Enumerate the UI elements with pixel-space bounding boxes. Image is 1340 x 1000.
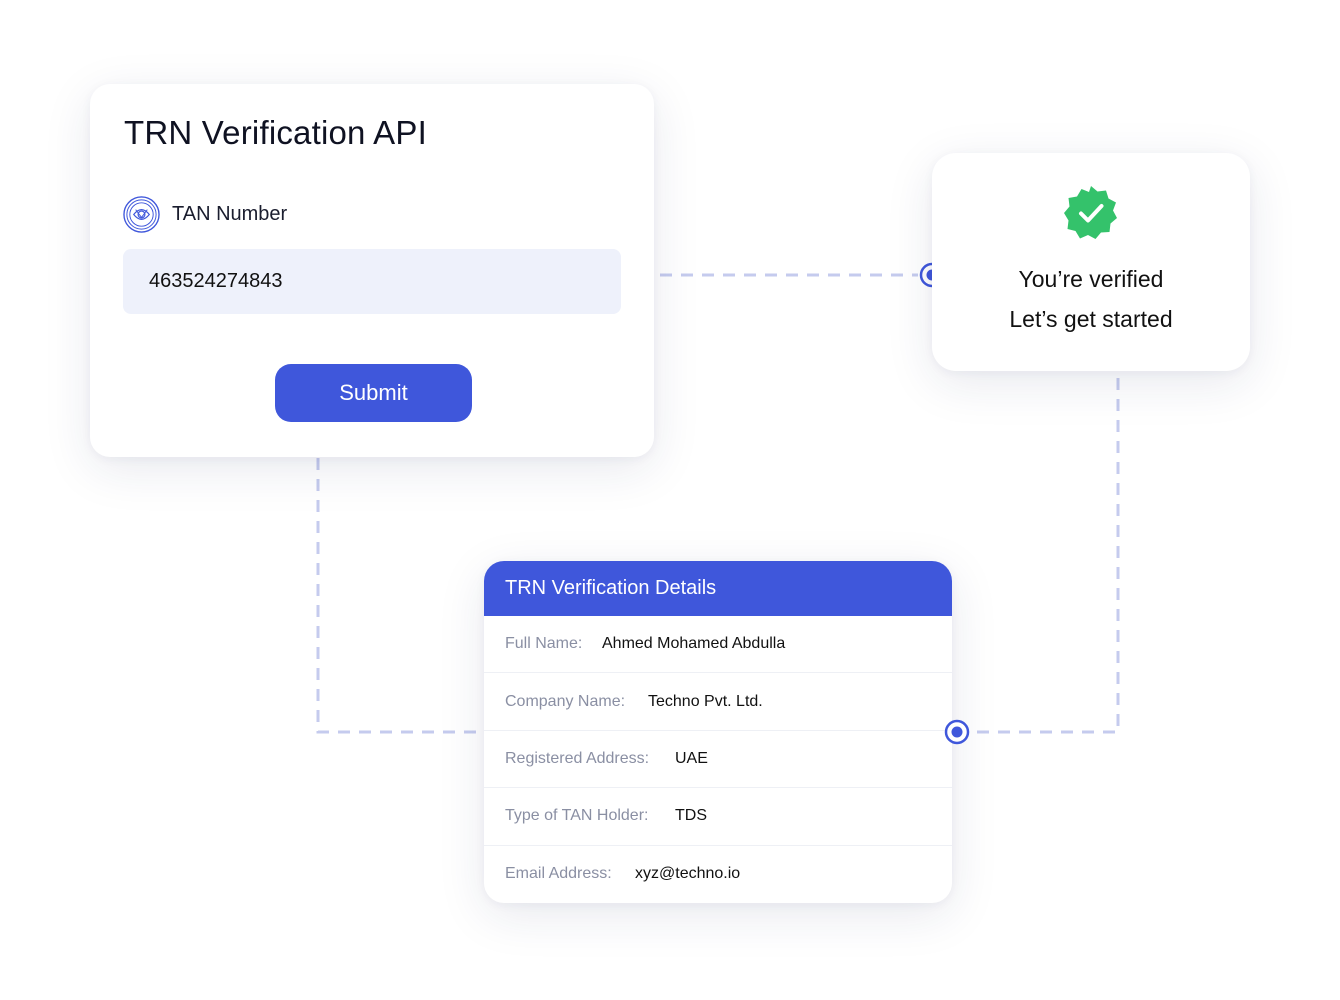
emblem-icon bbox=[123, 196, 160, 233]
detail-value: Techno Pvt. Ltd. bbox=[648, 692, 763, 710]
detail-value: TDS bbox=[675, 807, 707, 825]
get-started-message: Let’s get started bbox=[1009, 306, 1173, 332]
verification-form-card: TRN Verification API TAN Number 46352427… bbox=[90, 84, 654, 457]
submit-button[interactable]: Submit bbox=[275, 364, 472, 422]
connector-verified-to-details bbox=[972, 378, 1120, 734]
detail-label: Registered Address: bbox=[505, 749, 650, 767]
verified-message: You’re verified bbox=[1018, 266, 1164, 292]
detail-label: Type of TAN Holder: bbox=[505, 807, 649, 825]
detail-row-email-address: Email Address: xyz@techno.io bbox=[484, 846, 952, 903]
detail-label: Email Address: bbox=[505, 865, 612, 883]
detail-value: xyz@techno.io bbox=[635, 865, 741, 883]
detail-label: Company Name: bbox=[505, 692, 626, 710]
detail-label: Full Name: bbox=[505, 635, 583, 653]
form-title: TRN Verification API bbox=[124, 114, 427, 151]
detail-row-registered-address: Registered Address: UAE bbox=[484, 731, 952, 789]
detail-value: Ahmed Mohamed Abdulla bbox=[602, 635, 786, 653]
details-header: TRN Verification Details bbox=[484, 561, 952, 616]
verified-card: You’re verified Let’s get started bbox=[932, 153, 1250, 371]
detail-row-company-name: Company Name: Techno Pvt. Ltd. bbox=[484, 673, 952, 731]
check-badge-icon bbox=[1064, 186, 1117, 239]
tan-field-label-row: TAN Number bbox=[123, 196, 287, 233]
tan-number-input[interactable]: 463524274843 bbox=[123, 249, 621, 314]
detail-row-tan-holder-type: Type of TAN Holder: TDS bbox=[484, 788, 952, 846]
connector-form-to-details bbox=[316, 458, 484, 734]
tan-field-label: TAN Number bbox=[172, 203, 288, 225]
connector-node-bottom bbox=[944, 719, 970, 745]
detail-row-full-name: Full Name: Ahmed Mohamed Abdulla bbox=[484, 616, 952, 674]
details-card: TRN Verification Details Full Name: Ahme… bbox=[484, 561, 952, 903]
detail-value: UAE bbox=[675, 749, 708, 767]
